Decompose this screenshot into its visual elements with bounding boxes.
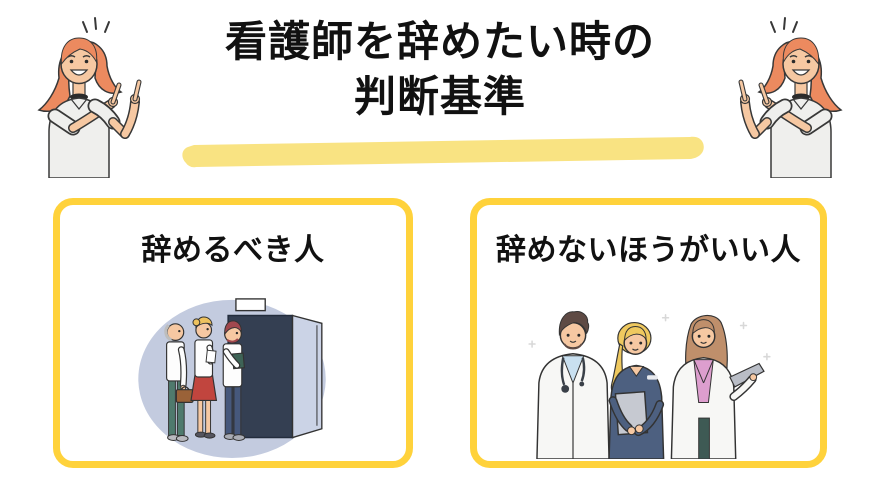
page-title: 看護師を辞めたい時の 判断基準 xyxy=(0,14,880,124)
yellow-brush-underline xyxy=(182,136,704,168)
card-should-quit: 辞めるべき人 xyxy=(53,198,413,468)
exit-queue-illustration xyxy=(135,295,331,459)
card-should-quit-title: 辞めるべき人 xyxy=(141,234,325,267)
medical-team-illustration xyxy=(514,307,784,459)
page-title-line2: 判断基準 xyxy=(353,73,526,121)
page-title-line1: 看護師を辞めたい時の xyxy=(224,18,655,65)
card-should-not-quit-title: 辞めないほうがいい人 xyxy=(496,234,801,267)
card-should-not-quit: 辞めないほうがいい人 xyxy=(470,198,827,468)
pointing-woman-illustration-mirrored xyxy=(705,12,845,178)
